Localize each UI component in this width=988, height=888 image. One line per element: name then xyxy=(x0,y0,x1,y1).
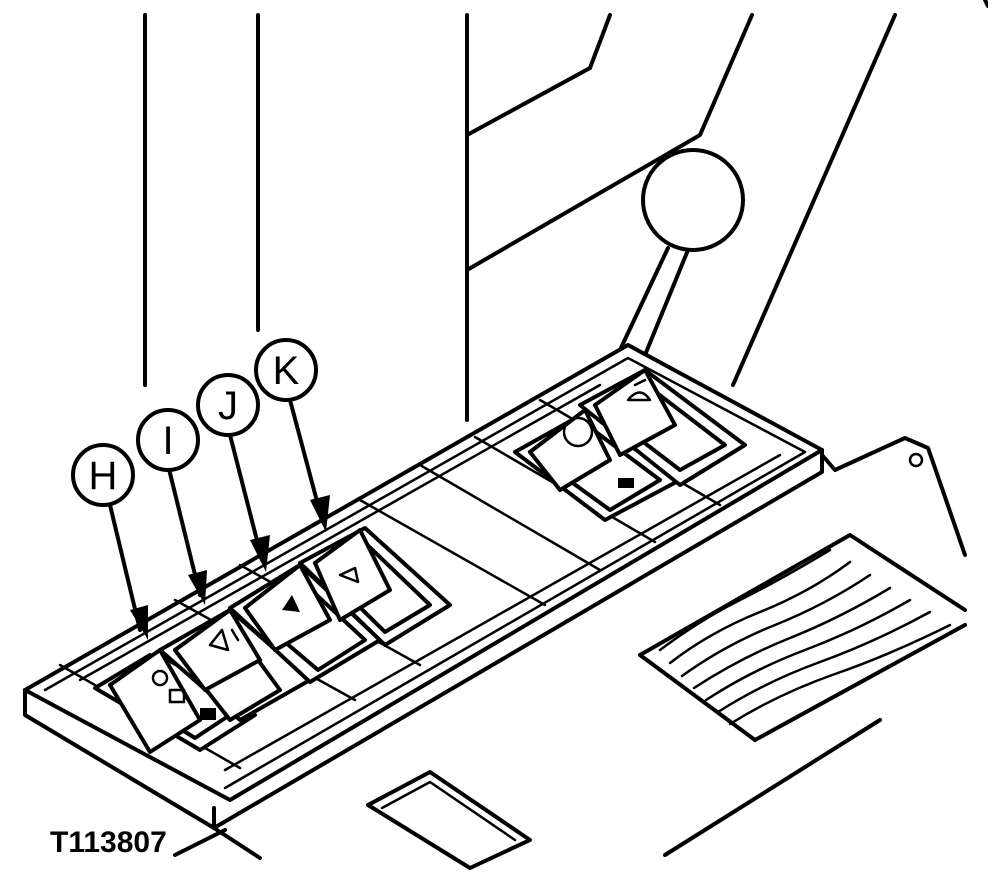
switch-k[interactable] xyxy=(298,526,452,647)
switch-i[interactable] xyxy=(158,608,312,722)
callout-h: H xyxy=(71,443,135,507)
callout-label-k: K xyxy=(273,349,300,393)
lever-knob xyxy=(641,148,745,252)
grid-icon xyxy=(618,478,634,488)
callout-label-i: I xyxy=(162,419,173,463)
floor-grille xyxy=(638,533,967,742)
callout-label-j: J xyxy=(218,384,238,428)
horn-icon xyxy=(338,566,360,584)
cab-structure xyxy=(143,0,988,422)
callout-k: K xyxy=(254,338,318,402)
switch-h[interactable] xyxy=(93,648,257,754)
switch-rear-left[interactable] xyxy=(513,408,682,522)
multi-symbol-icon xyxy=(151,669,216,720)
figure-reference: T113807 xyxy=(50,826,167,859)
callout-i: I xyxy=(136,408,200,472)
triangle-icon xyxy=(282,595,300,612)
floor-lines xyxy=(173,718,882,860)
callout-j: J xyxy=(196,373,260,437)
circle-icon xyxy=(562,416,594,448)
bell-icon xyxy=(626,378,652,402)
switch-rear-right[interactable] xyxy=(578,368,747,487)
floor-opening xyxy=(366,770,532,870)
callout-label-h: H xyxy=(89,454,118,498)
switch-j[interactable] xyxy=(228,563,382,684)
callout-leaders xyxy=(108,398,330,640)
triangle-arrow-icon xyxy=(208,628,240,652)
